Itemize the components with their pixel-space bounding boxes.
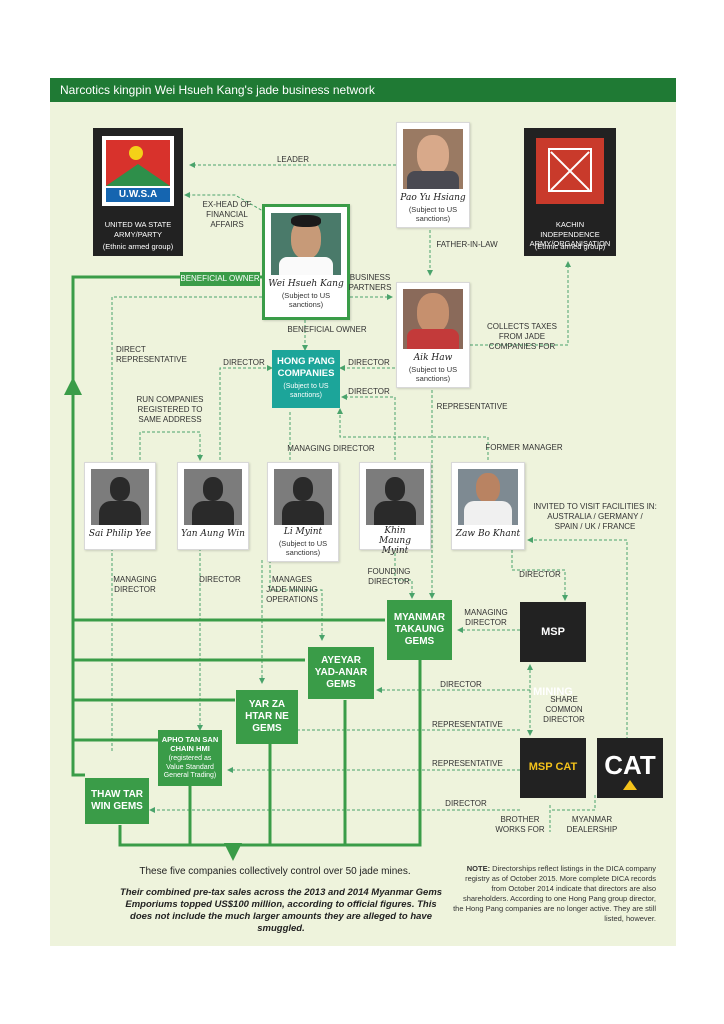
label-run-companies: RUN COMPANIES REGISTERED TO SAME ADDRESS: [136, 395, 204, 424]
company-msp-mining: MSP MINING: [520, 602, 586, 698]
company-yar-za-htar-ne-gems: YAR ZA HTAR NE GEMS: [236, 690, 298, 744]
hong-pang-sub: (Subject to US sanctions): [283, 383, 329, 399]
kia-label: KACHIN INDEPENDENCE ARMY/ORGANISATION: [529, 220, 611, 248]
msp-cat-logo: MSP CAT: [520, 738, 586, 798]
person-aik-haw: Aik Haw (Subject to US sanctions): [396, 282, 470, 388]
li-name: Li Myint: [283, 527, 323, 537]
person-silhouette-icon: [385, 477, 405, 501]
mountain-icon: [106, 164, 170, 186]
label-manages: MANAGES JADE MINING OPERATIONS: [266, 575, 318, 604]
yan-name: Yan Aung Win: [181, 529, 245, 539]
label-dir-ttw: DIRECTOR: [445, 799, 487, 808]
apho-name: APHO TAN SAN CHAIN HMI: [161, 735, 219, 754]
company-thaw-tar-win-gems: THAW TAR WIN GEMS: [85, 778, 149, 824]
khin-photo: [366, 469, 424, 525]
aik-photo: [403, 289, 463, 349]
zaw-photo: [458, 469, 518, 525]
label-director-right: DIRECTOR: [348, 358, 390, 367]
label-founding: FOUNDING DIRECTOR: [367, 567, 411, 586]
hong-pang-companies: HONG PANG COMPANIES (Subject to US sanct…: [272, 350, 340, 408]
label-rep-yzh: REPRESENTATIVE: [432, 720, 503, 729]
label-dir-zaw: DIRECTOR: [519, 570, 561, 579]
wei-sub: (Subject to US sanctions): [281, 291, 331, 309]
label-father-in-law: FATHER-IN-LAW: [436, 240, 498, 249]
aik-sub: (Subject to US sanctions): [408, 365, 458, 383]
uwsa-org: U.W.S.A UNITED WA STATE ARMY/PARTY (Ethn…: [93, 128, 183, 256]
note-label: NOTE:: [466, 864, 491, 873]
person-wei-hsueh-kang: Wei Hsueh Kang (Subject to US sanctions): [262, 204, 350, 320]
khin-name: Khin Maung Myint: [379, 526, 411, 556]
wei-photo: [271, 213, 341, 275]
sales-text: Their combined pre-tax sales across the …: [119, 887, 443, 934]
cat-logo-text: CAT: [604, 750, 656, 780]
label-beneficial-owner-1: BENEFICIAL OWNER: [180, 272, 260, 286]
kia-flag: [536, 138, 604, 204]
label-former-manager: FORMER MANAGER: [485, 443, 563, 452]
wei-name: Wei Hsueh Kang: [268, 279, 344, 289]
company-ayeyar-yadanar-gems: AYEYAR YAD-ANAR GEMS: [308, 647, 374, 699]
diagram-title: Narcotics kingpin Wei Hsueh Kang's jade …: [50, 78, 676, 102]
note-body: Directorships reflect listings in the DI…: [453, 864, 656, 923]
label-ex-head: EX-HEAD OF FINANCIAL AFFAIRS: [202, 200, 252, 229]
kia-org: KACHIN INDEPENDENCE ARMY/ORGANISATION (E…: [524, 128, 616, 256]
company-myanmar-takaung-gems: MYANMAR TAKAUNG GEMS: [387, 600, 452, 660]
sai-photo: [91, 469, 149, 525]
label-collects-taxes: COLLECTS TAXES FROM JADE COMPANIES FOR: [487, 322, 557, 351]
label-md-mtg: MANAGING DIRECTOR: [464, 608, 508, 627]
li-sub: (Subject to US sanctions): [278, 539, 328, 557]
summary-text: These five companies collectively contro…: [139, 866, 411, 877]
uwsa-logo: U.W.S.A: [102, 136, 174, 206]
person-khin-maung-myint: Khin Maung Myint: [359, 462, 431, 556]
cat-logo: CAT: [597, 738, 663, 798]
person-zaw-bo-khant: Zaw Bo Khant: [451, 462, 525, 550]
zaw-name: Zaw Bo Khant: [455, 529, 521, 539]
uwsa-label: UNITED WA STATE ARMY/PARTY: [104, 220, 172, 239]
crossed-swords-icon: [548, 148, 592, 192]
person-silhouette-icon: [110, 477, 130, 501]
company-apho-tan-san-chain-hmi: APHO TAN SAN CHAIN HMI (registered as Va…: [158, 730, 222, 786]
person-sai-philip-yee: Sai Philip Yee: [84, 462, 156, 550]
yan-photo: [184, 469, 242, 525]
person-yan-aung-win: Yan Aung Win: [177, 462, 249, 550]
label-director-left: DIRECTOR: [223, 358, 265, 367]
label-md-sai: MANAGING DIRECTOR: [113, 575, 157, 594]
person-li-myint: Li Myint (Subject to US sanctions): [267, 462, 339, 562]
pao-name: Pao Yu Hsiang: [400, 193, 466, 203]
label-beneficial-owner-2: BENEFICIAL OWNER: [287, 325, 367, 334]
label-managing-director-mid: MANAGING DIRECTOR: [287, 444, 375, 453]
label-representative: REPRESENTATIVE: [436, 402, 508, 411]
sun-icon: [129, 146, 143, 160]
label-dir-ayg: DIRECTOR: [440, 680, 482, 689]
sai-name: Sai Philip Yee: [88, 529, 152, 539]
label-invited: INVITED TO VISIT FACILITIES IN: AUSTRALI…: [533, 502, 657, 531]
person-silhouette-icon: [293, 477, 313, 501]
msp-cat-text: MSP CAT: [528, 761, 578, 773]
label-rep-apho: REPRESENTATIVE: [432, 759, 503, 768]
label-leader: LEADER: [276, 155, 309, 164]
uwsa-sub: (Ethnic armed group): [102, 242, 174, 251]
person-pao-yu-hsiang: Pao Yu Hsiang (Subject to US sanctions): [396, 122, 470, 228]
label-dir-yan: DIRECTOR: [199, 575, 241, 584]
aik-name: Aik Haw: [413, 353, 453, 363]
label-share-common: SHARE COMMON DIRECTOR: [543, 695, 585, 724]
label-direct-representative: DIRECT REPRESENTATIVE: [116, 345, 187, 364]
pao-sub: (Subject to US sanctions): [408, 205, 458, 223]
note-text: NOTE: Directorships reflect listings in …: [452, 864, 656, 924]
label-business-partners: BUSINESS PARTNERS: [348, 273, 392, 292]
pao-photo: [403, 129, 463, 189]
person-silhouette-icon: [203, 477, 223, 501]
hong-pang-name: HONG PANG COMPANIES: [277, 356, 335, 379]
label-dealership: MYANMAR DEALERSHIP: [566, 815, 618, 834]
kia-sub: (Ethnic armed group): [534, 242, 606, 251]
cat-triangle-icon: [623, 780, 637, 790]
uwsa-logo-text: U.W.S.A: [106, 188, 170, 202]
li-photo: [274, 469, 332, 525]
apho-sub: (registered as Value Standard General Tr…: [163, 755, 217, 780]
label-director-lower: DIRECTOR: [348, 387, 390, 396]
label-brother: BROTHER WORKS FOR: [495, 815, 545, 834]
